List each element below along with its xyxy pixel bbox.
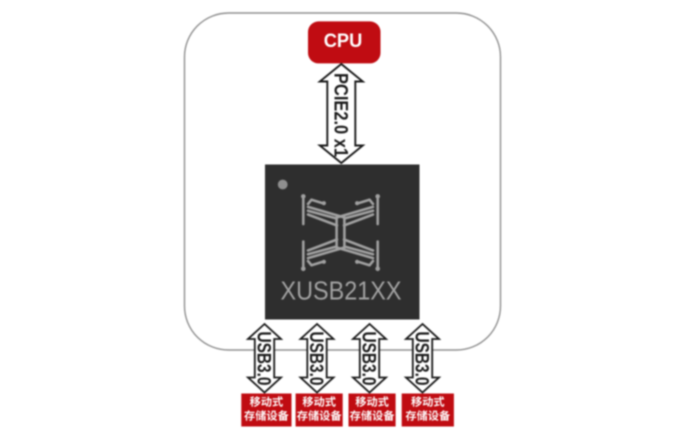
svg-text:CPU: CPU — [324, 31, 363, 52]
svg-text:USB3.0: USB3.0 — [358, 332, 379, 386]
svg-text:USB3.0: USB3.0 — [411, 332, 432, 386]
svg-text:USB3.0: USB3.0 — [253, 332, 274, 386]
svg-text:USB3.0: USB3.0 — [305, 332, 326, 386]
svg-text:XUSB21XX: XUSB21XX — [281, 277, 402, 305]
svg-text:PCIE2.0 x1: PCIE2.0 x1 — [330, 73, 351, 157]
